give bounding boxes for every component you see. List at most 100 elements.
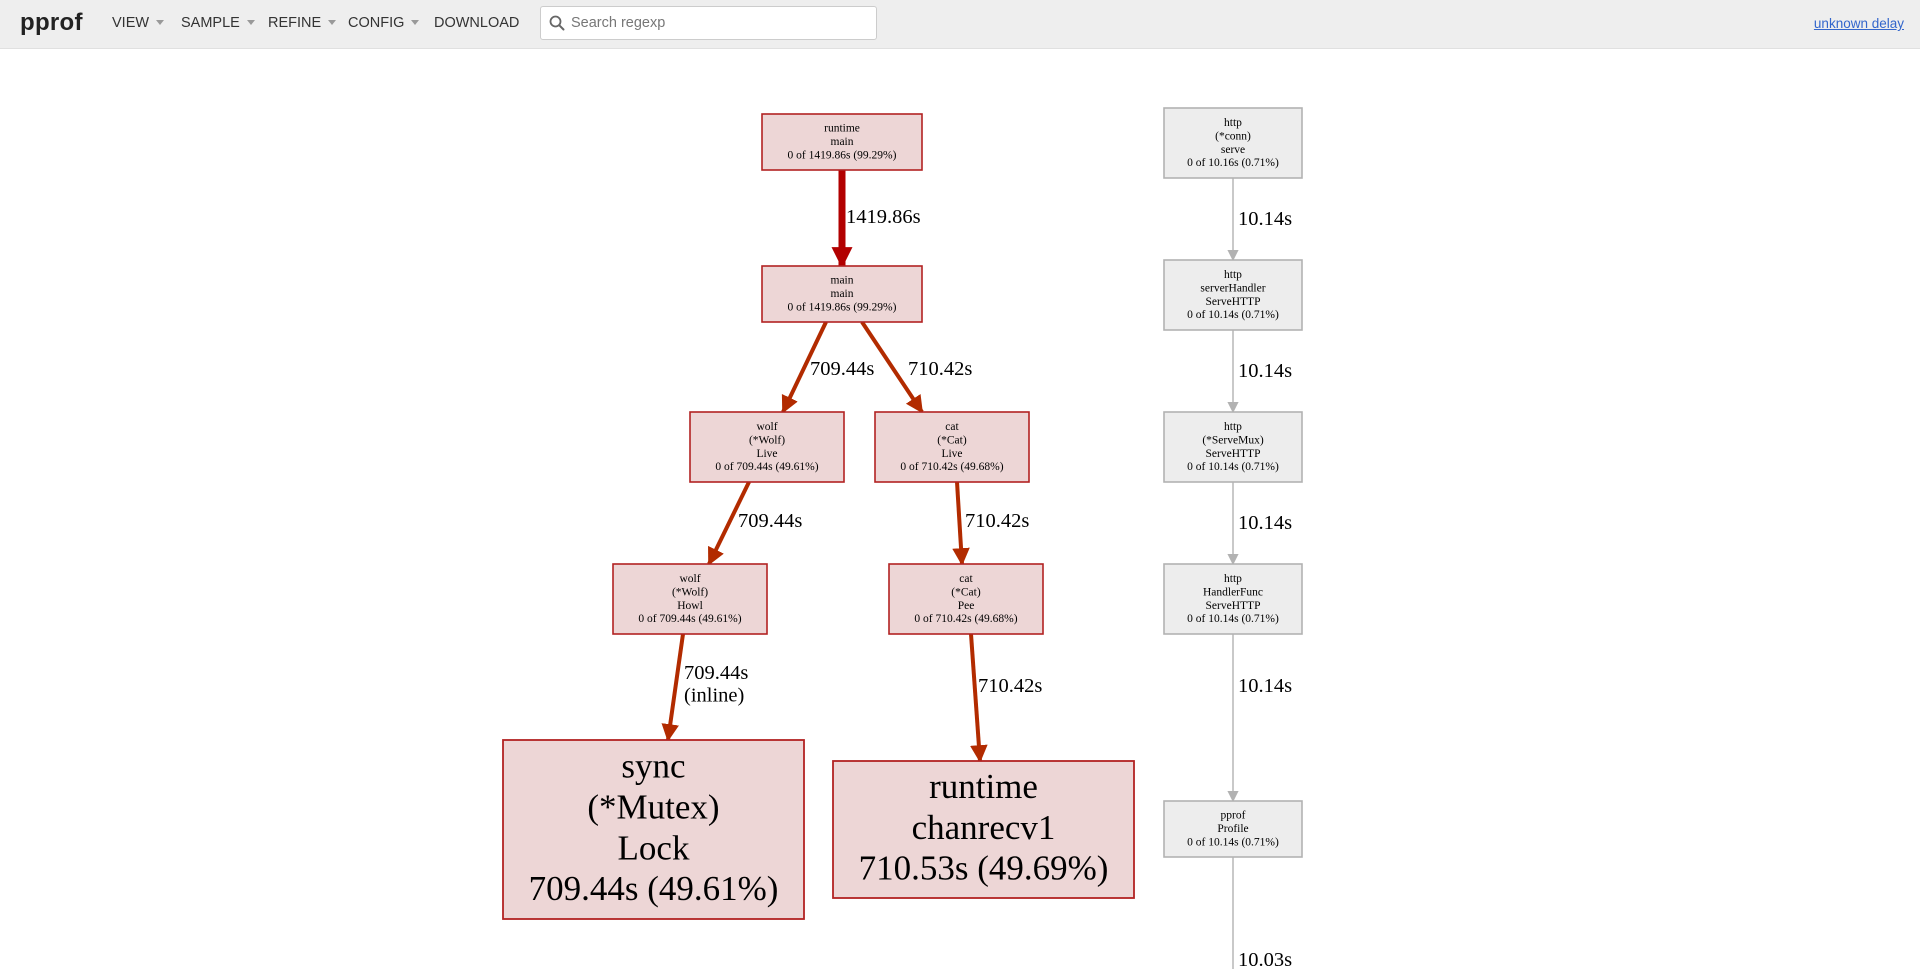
graph-node-label: (*Wolf) bbox=[749, 434, 785, 446]
graph-node-label: Pee bbox=[958, 600, 975, 612]
config-menu[interactable]: CONFIG bbox=[348, 15, 420, 31]
graph-edge[interactable]: 10.14s bbox=[1227, 482, 1292, 566]
graph-node-box[interactable] bbox=[1163, 563, 1303, 635]
graph-edge[interactable]: 710.42s bbox=[860, 320, 972, 414]
graph-node-label: Howl bbox=[677, 600, 703, 612]
graph-edge[interactable]: 710.42s bbox=[952, 481, 1029, 566]
graph-edge-label: 10.14s bbox=[1238, 208, 1292, 230]
graph-node-label: ServeHTTP bbox=[1206, 296, 1261, 308]
refine-menu[interactable]: REFINE bbox=[268, 15, 337, 31]
chevron-down-icon bbox=[156, 20, 165, 25]
graph-node-label: http bbox=[1224, 421, 1242, 433]
graph-edge-line[interactable] bbox=[707, 481, 751, 566]
graph-node-box[interactable] bbox=[832, 760, 1135, 899]
graph-node-box[interactable] bbox=[1163, 800, 1303, 858]
graph-edge-label: 709.44s bbox=[684, 662, 748, 684]
graph-edge[interactable]: 1419.86s bbox=[831, 170, 921, 269]
graph-edge-label: 10.14s bbox=[1238, 675, 1292, 697]
graph-node-label: chanrecv1 bbox=[912, 808, 1056, 847]
graph-node-box[interactable] bbox=[1163, 107, 1303, 179]
graph-node-box[interactable] bbox=[888, 563, 1044, 635]
graph-node-box[interactable] bbox=[612, 563, 768, 635]
search-input[interactable] bbox=[571, 7, 866, 39]
graph-node-label: Live bbox=[941, 448, 962, 460]
graph-edge-label: 709.44s bbox=[738, 510, 802, 532]
sample-menu[interactable]: SAMPLE bbox=[181, 15, 255, 31]
graph-node-label: main bbox=[831, 288, 854, 300]
graph-edge-line[interactable] bbox=[781, 321, 828, 414]
graph-node-label: 0 of 709.44s (49.61%) bbox=[715, 461, 818, 473]
graph-node-label: 0 of 10.14s (0.71%) bbox=[1187, 613, 1279, 625]
graph-edge-label: (inline) bbox=[684, 685, 744, 707]
graph-node-label: Live bbox=[756, 448, 777, 460]
graph-edge-label: 1419.86s bbox=[846, 206, 921, 228]
graph-node-box[interactable] bbox=[761, 113, 923, 171]
call-graph[interactable]: 1419.86s 709.44s 710.42s 709.44s 710.42s 709.… bbox=[0, 48, 1920, 969]
graph-node-label: main bbox=[831, 136, 854, 148]
graph-edge-line[interactable] bbox=[661, 633, 685, 742]
graph-edge[interactable]: 10.14s bbox=[1227, 178, 1292, 262]
view-menu[interactable]: VIEW bbox=[112, 15, 165, 31]
refine-menu-label: REFINE bbox=[268, 15, 322, 31]
graph-node-label: (*Mutex) bbox=[587, 787, 719, 826]
graph-node-label: 709.44s (49.61%) bbox=[529, 869, 779, 908]
graph-edge-line[interactable] bbox=[952, 481, 970, 566]
graph-node-label: (*ServeMux) bbox=[1202, 434, 1263, 446]
graph-node-box[interactable] bbox=[1163, 411, 1303, 483]
graph-node-label: http bbox=[1224, 117, 1242, 129]
app-title: pprof bbox=[20, 9, 83, 36]
graph-edge-line[interactable] bbox=[860, 320, 924, 414]
graph-edge[interactable]: 709.44s(inline) bbox=[661, 633, 748, 742]
graph-node-label: cat bbox=[945, 421, 959, 433]
graph-node-label: (*Cat) bbox=[937, 434, 967, 446]
graph-node-label: 0 of 10.14s (0.71%) bbox=[1187, 837, 1279, 849]
graph-node-label: runtime bbox=[929, 767, 1038, 806]
graph-node-label: HandlerFunc bbox=[1203, 586, 1263, 598]
graph-edge[interactable]: 709.44s bbox=[707, 481, 802, 566]
graph-edge-line[interactable] bbox=[969, 633, 988, 763]
graph-node-label: pprof bbox=[1221, 810, 1246, 822]
graph-node-label: 0 of 10.16s (0.71%) bbox=[1187, 157, 1279, 169]
chevron-down-icon bbox=[411, 20, 420, 25]
graph-node-label: 0 of 710.42s (49.68%) bbox=[900, 461, 1003, 473]
search-icon bbox=[549, 15, 565, 31]
graph-node-label: main bbox=[831, 275, 854, 287]
top-toolbar: pprof VIEW SAMPLE REFINE CONFIG DOWNLOAD… bbox=[0, 0, 1920, 49]
graph-node-label: 0 of 10.14s (0.71%) bbox=[1187, 461, 1279, 473]
graph-edge[interactable]: 710.42s bbox=[969, 633, 1042, 763]
graph-edge[interactable]: 709.44s bbox=[781, 321, 874, 414]
graph-node-label: ServeHTTP bbox=[1206, 600, 1261, 612]
graph-node-box[interactable] bbox=[761, 265, 923, 323]
graph-node-box[interactable] bbox=[874, 411, 1030, 483]
chevron-down-icon bbox=[246, 20, 255, 25]
sample-menu-label: SAMPLE bbox=[181, 15, 240, 31]
graph-edge-label: 709.44s bbox=[810, 358, 874, 380]
graph-edge[interactable]: 10.03s bbox=[1232, 857, 1292, 969]
graph-edge-label: 710.42s bbox=[965, 510, 1029, 532]
graph-node-box[interactable] bbox=[1163, 259, 1303, 331]
sample-type-link[interactable]: unknown delay bbox=[1813, 16, 1904, 31]
graph-node-label: wolf bbox=[679, 573, 700, 585]
graph-edge-label: 710.42s bbox=[908, 358, 972, 380]
graph-edge[interactable]: 10.14s bbox=[1227, 634, 1292, 803]
graph-edge[interactable]: 10.14s bbox=[1227, 330, 1292, 414]
graph-node-box[interactable] bbox=[502, 739, 805, 920]
graph-node-box[interactable] bbox=[689, 411, 845, 483]
download-button[interactable]: DOWNLOAD bbox=[434, 15, 519, 31]
graph-node-label: 0 of 1419.86s (99.29%) bbox=[788, 150, 897, 162]
graph-node-label: wolf bbox=[756, 421, 777, 433]
